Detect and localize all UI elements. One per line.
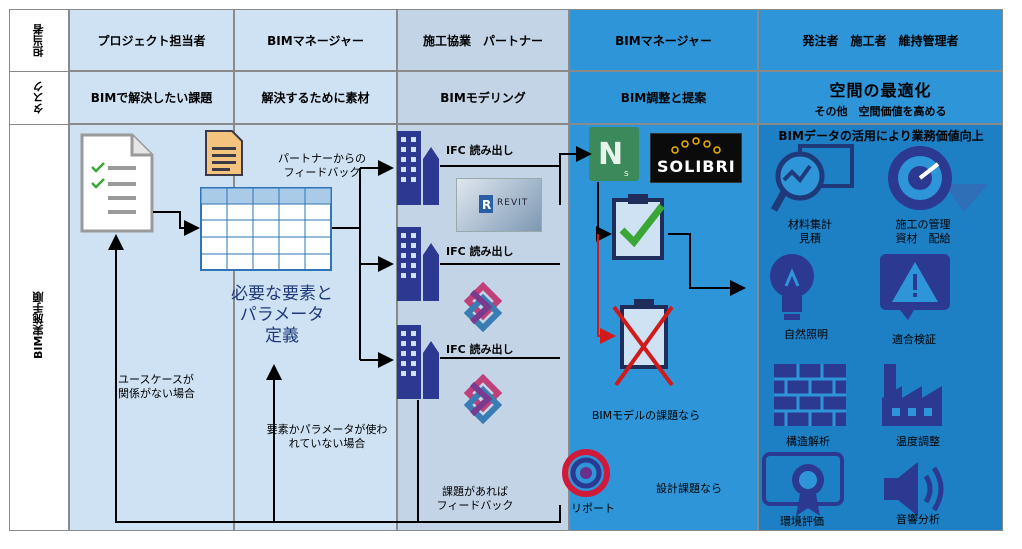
solibri-label: SOLIBRI — [657, 157, 736, 176]
ifc-export-label-3: IFC 読み出し — [446, 343, 514, 356]
item-label-construction: 施工の管理 資材 配給 — [895, 218, 951, 245]
item-label-structural: 構造解析 — [786, 435, 830, 448]
header-owner-4: BIMマネージャー — [569, 9, 758, 71]
task-sub-5: その他 空間価値を高める — [814, 104, 947, 118]
warning-icon — [880, 254, 950, 320]
solibri-logo: SOLIBRI — [650, 133, 742, 183]
revit-r-icon: R — [479, 195, 493, 213]
revit-label: REVIT — [497, 198, 529, 208]
header-task-4: BIM調整と提案 — [569, 71, 758, 124]
svg-text:N: N — [598, 137, 623, 172]
row-divider-2 — [9, 124, 69, 125]
owner-label-3: 施工協業 パートナー — [422, 33, 543, 48]
speaker-icon — [884, 462, 944, 516]
item-label-environment: 環境評価 — [780, 515, 824, 528]
header-owner-3: 施工協業 パートナー — [397, 9, 569, 71]
task-label-1: BIMで解決したい課題 — [90, 91, 213, 105]
task-title-5: 空間の最適化 — [829, 80, 932, 100]
certificate-icon — [762, 452, 844, 516]
navisworks-logo: N s — [589, 127, 639, 181]
brick-wall-icon — [774, 364, 846, 426]
task-label-4: BIM調整と提案 — [620, 91, 707, 105]
header-task-2: 解決するために素材 — [234, 71, 397, 124]
ifc-export-label-2: IFC 読み出し — [446, 245, 514, 258]
value-headline: BIMデータの活用により業務価値向上 — [778, 129, 984, 143]
clipboard-cross-icon — [612, 299, 674, 387]
header-task-1: BIMで解決したい課題 — [69, 71, 234, 124]
ifc-export-label-1: IFC 読み出し — [446, 144, 514, 157]
issue-feedback-loop-label: 課題があれば フィードバック — [436, 485, 514, 512]
header-owner-1: プロジェクト担当者 — [69, 9, 234, 71]
owner-label-2: BIMマネージャー — [267, 33, 364, 48]
svg-text:R: R — [482, 198, 491, 212]
owner-label-5: 発注者 施工者 維持管理者 — [802, 33, 959, 48]
item-label-acoustic: 音響分析 — [896, 513, 940, 526]
parameter-table-icon — [200, 187, 332, 271]
row-label-column — [9, 9, 69, 531]
requirement-definition-label: 必要な要素と パラメータ 定義 — [231, 284, 333, 346]
unused-param-loop-label: 要素かパラメータが使わ れていない場合 — [266, 423, 388, 450]
document-checklist-icon — [80, 133, 154, 233]
ifc-logo-1 — [463, 282, 503, 332]
task-label-3: BIMモデリング — [440, 91, 526, 105]
orange-document-icon — [205, 130, 243, 176]
item-label-thermal: 温度調整 — [896, 435, 940, 448]
header-task-5: 空間の最適化 その他 空間価値を高める — [758, 71, 1003, 124]
factory-icon — [882, 364, 942, 426]
task-label-2: 解決するために素材 — [261, 91, 370, 105]
header-task-3: BIMモデリング — [397, 71, 569, 124]
report-label: リポート — [571, 502, 615, 515]
row-divider-1 — [9, 71, 69, 72]
gauge-icon — [888, 146, 988, 212]
item-label-quantity: 材料集計 見積 — [788, 218, 832, 245]
item-label-compliance: 適合検証 — [892, 333, 936, 346]
solibri-dots-icon — [671, 137, 721, 154]
clipboard-check-icon — [612, 194, 665, 260]
header-owner-5: 発注者 施工者 維持管理者 — [758, 9, 1003, 71]
item-label-daylight: 自然照明 — [784, 328, 828, 341]
analytics-magnifier-icon — [770, 144, 854, 212]
building-icon-3 — [397, 325, 439, 399]
design-issue-label: 設計課題なら — [656, 482, 722, 495]
revit-logo: R REVIT — [456, 178, 542, 232]
bim-model-issue-label: BIMモデルの課題なら — [591, 409, 701, 422]
ifc-logo-2 — [463, 374, 503, 424]
svg-text:s: s — [624, 169, 629, 179]
building-icon-2 — [397, 227, 439, 301]
building-icon-1 — [397, 131, 439, 205]
report-logo-icon — [562, 449, 610, 497]
owner-label-1: プロジェクト担当者 — [97, 33, 206, 48]
lightbulb-icon — [770, 254, 814, 320]
header-owner-2: BIMマネージャー — [234, 9, 397, 71]
usecase-loop-label: ユースケースが 関係がない場合 — [118, 373, 195, 400]
partner-feedback-label: パートナーからの フィードバック — [278, 152, 366, 179]
owner-label-4: BIMマネージャー — [615, 33, 712, 48]
